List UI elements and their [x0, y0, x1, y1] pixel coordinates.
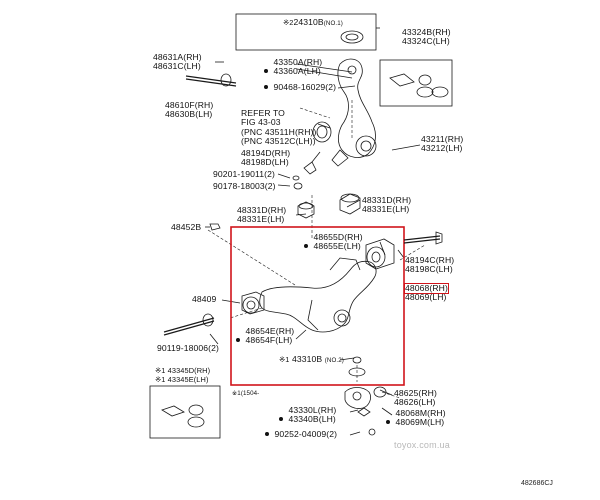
label-48409-text: 48409 — [192, 294, 217, 304]
label-48194c: 48194C(RH) 48198C(LH) — [405, 255, 455, 275]
label-43310b-note: (NO.2) — [324, 357, 344, 364]
label-48452b: 48452B — [171, 222, 202, 232]
label-48331d-left: 48331D(RH) 48331E(LH) — [237, 205, 287, 225]
label-43324b: 43324B(RH) 43324C(LH) — [402, 27, 451, 47]
label-43345d-line1: ※1 43345D(RH) — [155, 366, 211, 375]
label-43211: 43211(RH) 43212(LH) — [421, 134, 464, 154]
label-48610f-line1: 48610F(RH) — [165, 100, 214, 110]
label-48625-line1: 48625(RH) — [394, 388, 437, 398]
label-24310b-code: 24310B — [293, 17, 324, 27]
label-90119-text: 90119-18006(2) — [157, 343, 219, 353]
label-48068m-line2: 48069M(LH) — [395, 417, 445, 428]
label-90201: 90201-19011(2) — [213, 169, 275, 179]
label-footnote-text: ※1(1504- — [232, 390, 260, 397]
label-24310b-note: (NO.1) — [323, 20, 343, 27]
label-48194c-line1: 48194C(RH) — [405, 255, 455, 265]
label-48655d-line2: 48655E(LH) — [313, 241, 361, 252]
label-refer: REFER TO FIG 43-03 (PNC 43511H(RH)) (PNC… — [241, 108, 317, 147]
label-24310b-mark: ※2 — [283, 18, 294, 27]
label-43350a-line2: 43360A(LH) — [273, 66, 321, 77]
label-48331d-left-line2: 48331E(LH) — [237, 214, 285, 225]
inset-box-lower-left — [149, 385, 221, 439]
label-refer-line2: FIG 43-03 — [241, 117, 281, 128]
label-43350a: 43350A(RH) 43360A(LH) — [264, 57, 323, 77]
label-90252-text: 90252-04009(2) — [274, 429, 338, 439]
label-48409: 48409 — [192, 294, 217, 304]
label-refer-line4: (PNC 43512C(LH)) — [241, 136, 316, 147]
label-43310b: ※1 43310B (NO.2) — [279, 354, 344, 365]
label-90178-text: 90178-18003(2) — [213, 181, 276, 191]
label-48655d-line1: 48655D(RH) — [313, 232, 363, 242]
label-48655d: 48655D(RH) 48655E(LH) — [304, 232, 363, 252]
label-43330l: 43330L(RH) 43340B(LH) — [279, 405, 337, 425]
watermark: toyox.com.ua — [394, 440, 450, 450]
label-43211-line2: 43212(LH) — [421, 143, 463, 154]
label-48331d-right-line1: 48331D(RH) — [362, 195, 412, 205]
label-43324b-line2: 43324C(LH) — [402, 36, 450, 47]
label-48194c-line2: 48198C(LH) — [405, 264, 453, 275]
label-90119: 90119-18006(2) — [157, 343, 219, 353]
label-48068m-line1: 48068M(RH) — [395, 408, 446, 418]
label-48625-line2: 48626(LH) — [394, 397, 436, 408]
label-48331d-left-line1: 48331D(RH) — [237, 205, 287, 215]
label-90252: 90252-04009(2) — [265, 429, 338, 439]
label-refer-line1: REFER TO — [241, 108, 285, 118]
label-48068m: 48068M(RH) 48069M(LH) — [386, 408, 446, 428]
lower-arm-assembly-frame — [230, 226, 405, 386]
label-43345d-line2: ※1 43345E(LH) — [155, 375, 209, 385]
label-90468-text: 90468-16029(2) — [273, 82, 337, 92]
label-43310b-code: 43310B — [292, 354, 323, 364]
inset-box-upper-right — [379, 59, 453, 107]
label-43330l-line1: 43330L(RH) — [288, 405, 337, 415]
label-90468: 90468-16029(2) — [264, 82, 337, 92]
label-48068-line1-highlighted: 48068(RH) — [404, 282, 449, 295]
label-24310b: ※224310B(NO.1) — [283, 17, 343, 28]
label-48654e-line1: 48654E(RH) — [245, 326, 295, 336]
label-48194d-line1: 48194D(RH) — [241, 148, 291, 158]
label-refer-line3: (PNC 43511H(RH)) — [241, 126, 317, 137]
label-48631a-line1: 48631A(RH) — [153, 52, 202, 62]
label-48625: 48625(RH) 48626(LH) — [394, 388, 437, 408]
label-footnote: ※1(1504- — [232, 389, 259, 398]
label-48331d-right-line2: 48331E(LH) — [362, 204, 410, 215]
inset-box-top — [235, 13, 377, 51]
label-48631a-line2: 48631C(LH) — [153, 61, 201, 72]
label-48654e: 48654E(RH) 48654F(LH) — [236, 326, 295, 346]
label-90178: 90178-18003(2) — [213, 181, 276, 191]
label-48654e-line2: 48654F(LH) — [245, 335, 293, 346]
label-48068-line2: 48069(LH) — [405, 292, 447, 303]
label-48631a: 48631A(RH) 48631C(LH) — [153, 52, 202, 72]
label-43324b-line1: 43324B(RH) — [402, 27, 451, 37]
label-43211-line1: 43211(RH) — [421, 134, 464, 144]
label-43350a-line1: 43350A(RH) — [273, 57, 323, 67]
label-48331d-right: 48331D(RH) 48331E(LH) — [362, 195, 412, 215]
label-43330l-line2: 43340B(LH) — [288, 414, 336, 425]
label-43345d: ※1 43345D(RH) ※1 43345E(LH) — [155, 366, 210, 385]
label-48068: 48068(RH) 48069(LH) — [404, 282, 449, 303]
label-48610f: 48610F(RH) 48630B(LH) — [165, 100, 214, 120]
label-48452b-text: 48452B — [171, 222, 202, 232]
diagram-code: 482686CJ — [521, 480, 553, 487]
label-43310b-mark: ※1 — [279, 355, 290, 364]
label-48610f-line2: 48630B(LH) — [165, 109, 213, 120]
label-90201-text: 90201-19011(2) — [213, 169, 275, 179]
label-48194d: 48194D(RH) 48198D(LH) — [241, 148, 291, 168]
label-48194d-line2: 48198D(LH) — [241, 157, 289, 168]
